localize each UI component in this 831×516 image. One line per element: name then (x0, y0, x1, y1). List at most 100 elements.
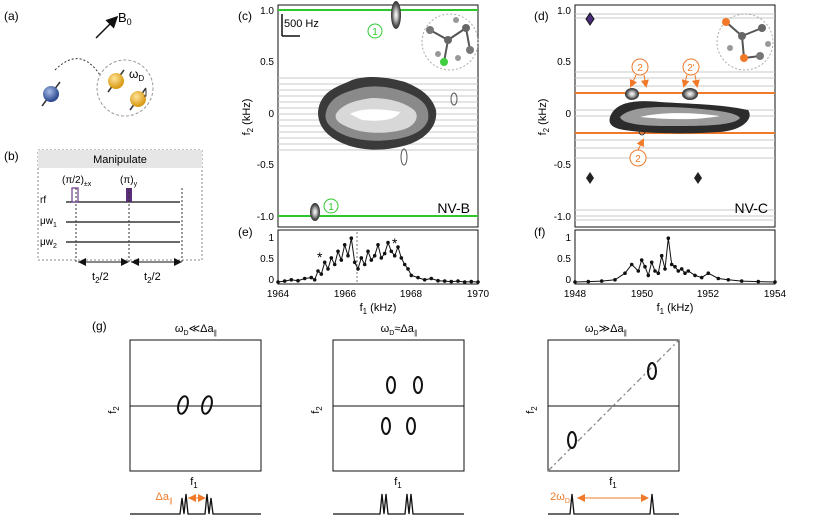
panel-f-xlabel: f (657, 302, 661, 314)
nv-spin-icon (41, 81, 61, 107)
data-point (372, 253, 377, 258)
panel-c-ytick: -1.0 (257, 212, 275, 223)
dimer-circle (96, 59, 154, 117)
g3-diagonal (547, 339, 680, 472)
panel-d-ytick: 0 (565, 109, 571, 120)
data-point (396, 245, 400, 249)
data-point (399, 256, 404, 260)
data-point (739, 279, 744, 283)
marker-1-top (367, 23, 383, 39)
svg-text:(π)y: (π)y (120, 175, 138, 188)
data-point (699, 275, 704, 280)
data-point (573, 280, 577, 284)
data-point (436, 278, 440, 283)
svg-text:f1: f1 (394, 476, 402, 490)
panel-f-xtick: 1948 (564, 289, 587, 300)
panel-e-xtick: 1966 (334, 289, 357, 300)
row-label-mw2: μw (40, 237, 54, 248)
data-point (429, 276, 434, 281)
data-point (673, 264, 677, 269)
data-point (449, 279, 454, 284)
svg-text:Δa∥: Δa∥ (156, 491, 173, 505)
data-point (706, 271, 711, 276)
spectrum-line (277, 238, 479, 283)
g2-title: ω (381, 323, 390, 335)
svg-text:t2/2: t2/2 (144, 271, 161, 285)
data-point (349, 236, 354, 240)
sequence-header: Manipulate (93, 154, 147, 166)
panel-d-ytick: 0.5 (557, 57, 571, 68)
panel-e-xlabel: f (360, 302, 364, 314)
svg-text:f2: f2 (107, 406, 121, 414)
svg-text:f1: f1 (609, 476, 617, 490)
g1-spacing-label: Δa (156, 491, 170, 503)
panel-b-pulse-sequence: Manipulate (π/2)±x (π)y rf μw1 μw2 t2/2 … (37, 149, 203, 285)
svg-text:f2: f2 (525, 406, 539, 414)
data-point (366, 249, 370, 254)
peak-diamond-top (585, 12, 595, 26)
data-point (409, 273, 414, 278)
g1-ylabel: f (107, 410, 119, 414)
panel-f-xtick: 1950 (631, 289, 654, 300)
g2-peak (381, 417, 391, 435)
data-point (342, 243, 347, 247)
data-point (282, 279, 287, 283)
svg-text:μw1: μw1 (40, 216, 57, 229)
panel-c-ytick: 0.5 (260, 57, 274, 68)
data-point (346, 253, 350, 258)
data-point (326, 267, 330, 271)
data-point (773, 280, 777, 284)
delay-label-2: t (144, 271, 147, 283)
g3-ylabel: f (525, 410, 537, 414)
panel-f-xtick: 1954 (764, 289, 787, 300)
peak-bottom (310, 203, 320, 221)
svg-text:f2: f2 (310, 406, 324, 414)
data-point (289, 278, 294, 282)
marker-1-bottom (323, 198, 339, 214)
data-point (422, 278, 427, 282)
svg-text:f1 (kHz): f1 (kHz) (657, 302, 694, 316)
data-point (686, 269, 691, 273)
spectrum-line (574, 238, 776, 283)
data-point (586, 279, 591, 284)
g3-peak (567, 431, 577, 449)
data-point (442, 279, 447, 283)
panel-e-xtick: 1970 (467, 289, 490, 300)
data-point (646, 273, 651, 278)
data-point (406, 267, 410, 271)
panel-f-ytick: 0 (565, 275, 571, 286)
g1-spectrum (130, 493, 261, 515)
panel-e-1d-spectrum: * * 1 0.5 0 1964 1966 1968 1970 f1 (kHz) (260, 229, 490, 316)
panel-a-schematic: B0 ωD (41, 10, 154, 117)
data-point (726, 278, 731, 282)
svg-text:f1 (kHz): f1 (kHz) (360, 302, 397, 316)
panel-f-ytick: 1 (565, 233, 571, 244)
pulse2-label: (π) (120, 175, 134, 186)
data-point (666, 236, 671, 240)
peak-diamond-bl (586, 172, 594, 184)
data-point (456, 279, 460, 283)
panel-f-frame (574, 229, 776, 285)
scale-bar-label: 500 Hz (284, 18, 319, 30)
data-point (469, 279, 474, 284)
svg-text:ωD≫Δa∥: ωD≫Δa∥ (585, 323, 627, 337)
data-point (296, 278, 300, 283)
data-point (392, 253, 397, 258)
delay-label-1: t (92, 271, 95, 283)
g2-peak (386, 376, 396, 394)
data-point (649, 260, 654, 265)
panel-f-ytick: 0.5 (557, 254, 571, 265)
data-point (356, 267, 360, 271)
panel-label-g: (g) (92, 319, 107, 333)
g3-spectrum (548, 493, 679, 515)
panel-label-c: (c) (238, 9, 252, 23)
panel-c-2d-spectrum: 500 Hz 1 1 NV-B f2 (kHz) (241, 1, 479, 228)
panel-e-xtick: 1968 (400, 289, 423, 300)
panel-e-ytick: 0 (268, 275, 274, 286)
data-point (329, 256, 334, 260)
svg-text:(π/2)±x: (π/2)±x (62, 175, 92, 188)
marker-2prime (682, 58, 700, 76)
data-point (389, 249, 394, 254)
panel-e-ytick: 1 (268, 233, 274, 244)
